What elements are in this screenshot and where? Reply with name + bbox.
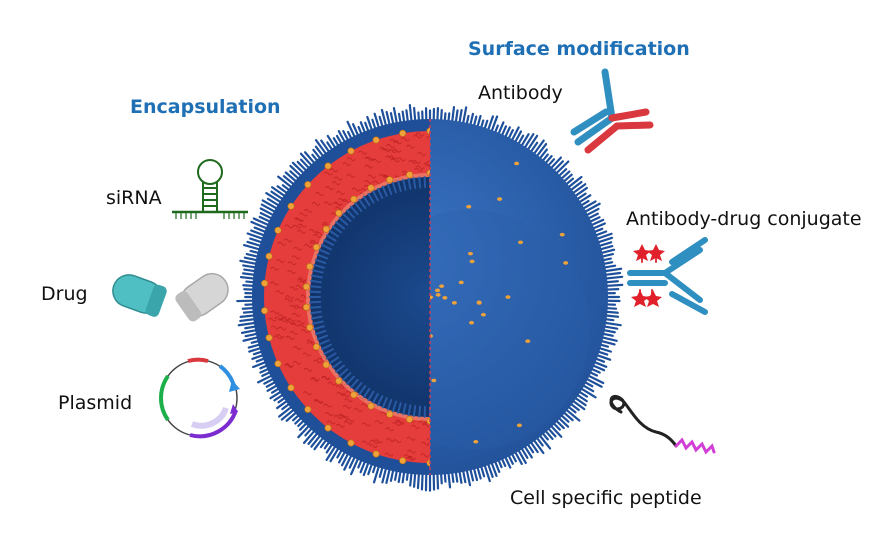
antibody-drug-conjugate-icon — [627, 237, 708, 315]
lipid-heads — [261, 127, 430, 467]
nanoparticle-cross-section — [252, 119, 430, 475]
core-inner-spikes — [309, 176, 430, 418]
plasmid-label: Plasmid — [58, 392, 133, 414]
sirna-label: siRNA — [106, 187, 162, 209]
drug-label: Drug — [41, 283, 88, 305]
cell-specific-peptide-icon — [609, 395, 716, 455]
surface-dots — [430, 161, 569, 444]
antibody-drug-conjugate-label: Antibody-drug conjugate — [626, 208, 862, 230]
drug-capsule-icon — [112, 272, 229, 322]
antibody-label: Antibody — [478, 82, 563, 104]
cell-specific-peptide-label: Cell specific peptide — [510, 487, 702, 509]
sirna-icon — [172, 159, 248, 219]
encapsulation-heading: Encapsulation — [130, 96, 281, 118]
nanoparticle-surface-half — [430, 119, 608, 475]
surface-modification-heading: Surface modification — [468, 38, 690, 60]
aqueous-core — [310, 177, 430, 417]
antibody-icon — [570, 68, 654, 154]
plasmid-icon — [158, 357, 240, 439]
